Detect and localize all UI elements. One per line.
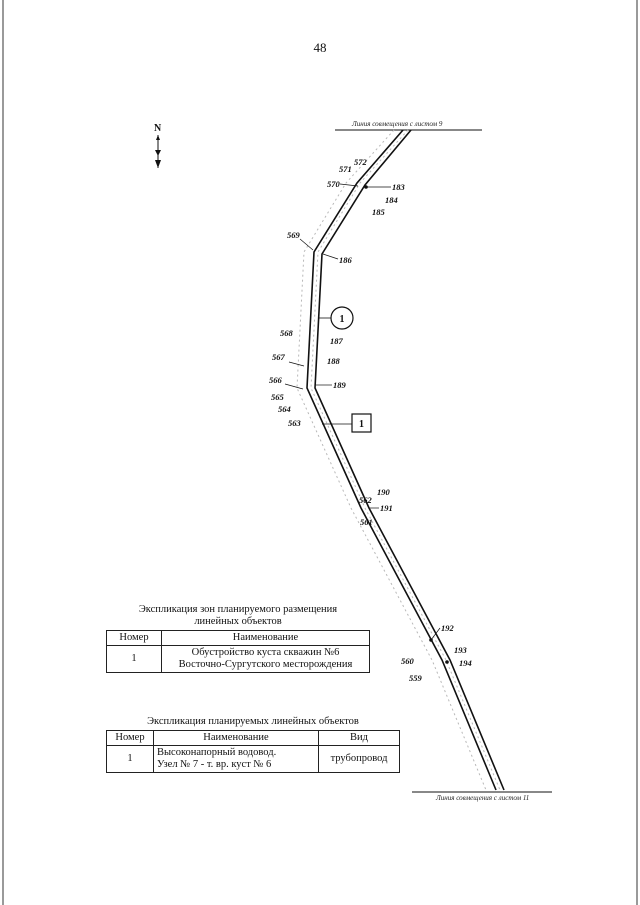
svg-text:Линия совмещения с листом 11: Линия совмещения с листом 11 xyxy=(435,794,529,802)
svg-text:566: 566 xyxy=(269,375,283,385)
svg-text:561: 561 xyxy=(360,517,373,527)
objects-table: Номер Наименование Вид 1 Высоконапорный … xyxy=(106,730,400,773)
pipeline-route xyxy=(306,129,505,791)
zones-explication: Экспликация зон планируемого размещения … xyxy=(106,604,370,673)
svg-text:190: 190 xyxy=(377,487,391,497)
zones-table: Номер Наименование 1 Обустройство куста … xyxy=(106,630,370,673)
svg-text:183: 183 xyxy=(392,182,406,192)
table-row: 1 Высоконапорный водовод. Узел № 7 - т. … xyxy=(106,745,400,773)
svg-text:Линия совмещения с листом 9: Линия совмещения с листом 9 xyxy=(351,120,443,128)
objects-table-title: Экспликация планируемых линейных объекто… xyxy=(147,716,359,727)
cell-name: Обустройство куста скважин №6 Восточно-С… xyxy=(161,645,370,673)
svg-text:569: 569 xyxy=(287,230,301,240)
match-line-bottom: Линия совмещения с листом 11 xyxy=(412,791,552,802)
svg-text:564: 564 xyxy=(278,404,291,414)
svg-text:571: 571 xyxy=(339,164,352,174)
svg-text:570: 570 xyxy=(327,179,341,189)
zone-boundary xyxy=(310,129,501,791)
svg-text:559: 559 xyxy=(409,673,423,683)
svg-text:191: 191 xyxy=(380,503,393,513)
header-number: Номер xyxy=(106,630,162,646)
svg-text:188: 188 xyxy=(327,356,341,366)
svg-text:572: 572 xyxy=(354,157,368,167)
svg-text:563: 563 xyxy=(288,418,302,428)
svg-text:189: 189 xyxy=(333,380,347,390)
header-number: Номер xyxy=(106,730,154,746)
header-name: Наименование xyxy=(153,730,319,746)
svg-text:565: 565 xyxy=(271,392,285,402)
svg-text:1: 1 xyxy=(359,419,364,430)
zone-boundary xyxy=(296,129,487,791)
svg-text:185: 185 xyxy=(372,207,386,217)
point-labels-right: 183 184 185 186 187 188 189 190 191 192 … xyxy=(316,182,472,668)
svg-text:192: 192 xyxy=(441,623,455,633)
svg-text:568: 568 xyxy=(280,328,294,338)
svg-text:187: 187 xyxy=(330,336,344,346)
object-marker: 1 xyxy=(322,413,372,433)
cell-number: 1 xyxy=(106,745,154,773)
cell-name: Высоконапорный водовод. Узел № 7 - т. вр… xyxy=(153,745,319,773)
svg-text:184: 184 xyxy=(385,195,398,205)
zone-marker: 1 xyxy=(318,306,354,330)
header-name: Наименование xyxy=(161,630,370,646)
north-arrow-icon: N xyxy=(154,123,162,168)
svg-text:186: 186 xyxy=(339,255,353,265)
table-header-row: Номер Наименование xyxy=(106,630,370,646)
svg-text:1: 1 xyxy=(340,314,345,325)
svg-text:567: 567 xyxy=(272,352,286,362)
svg-text:194: 194 xyxy=(459,658,472,668)
svg-text:193: 193 xyxy=(454,645,468,655)
zones-table-title: Экспликация зон планируемого размещения … xyxy=(138,604,338,627)
cell-number: 1 xyxy=(106,645,162,673)
header-type: Вид xyxy=(318,730,400,746)
table-header-row: Номер Наименование Вид xyxy=(106,730,400,746)
page-edge-right xyxy=(636,0,638,905)
page-number: 48 xyxy=(313,40,327,55)
svg-text:N: N xyxy=(154,123,162,134)
cell-type: трубопровод xyxy=(318,745,400,773)
page-edge-left xyxy=(2,0,4,905)
svg-text:562: 562 xyxy=(359,495,373,505)
point-labels-left: 572 571 570 569 568 567 566 565 564 563 … xyxy=(269,157,423,683)
svg-text:560: 560 xyxy=(401,656,415,666)
table-row: 1 Обустройство куста скважин №6 Восточно… xyxy=(106,645,370,673)
objects-explication: Экспликация планируемых линейных объекто… xyxy=(106,716,400,773)
match-line-top: Линия совмещения с листом 9 xyxy=(335,120,482,131)
